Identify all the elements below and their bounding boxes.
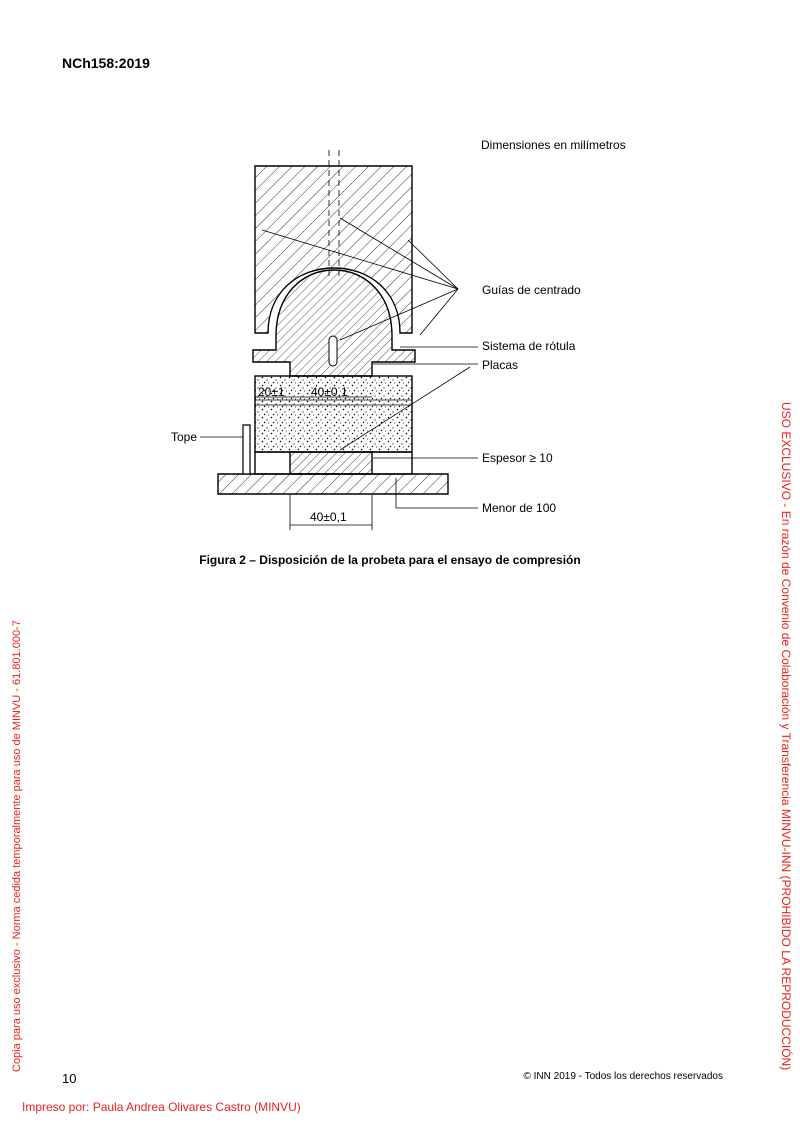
label-menor: Menor de 100 [482,501,556,515]
page-number: 10 [62,1071,77,1086]
units-note: Dimensiones en milímetros [481,138,626,152]
spherical-seat [252,269,416,377]
document-code: NCh158:2019 [62,55,150,71]
label-espesor: Espesor ≥ 10 [482,451,553,465]
printed-by: Impreso por: Paula Andrea Olivares Castr… [22,1100,301,1114]
figure-caption: Figura 2 – Disposición de la probeta par… [199,553,581,567]
lower-plate [289,451,373,475]
dim-40-top: 40±0,1 [311,385,348,399]
label-tope: Tope [171,430,197,444]
specimen-stop [242,424,251,475]
copyright-notice: © INN 2019 - Todos los derechos reservad… [523,1071,723,1082]
dim-40-bottom: 40±0,1 [310,510,347,524]
compression-test-figure: Dimensiones en milímetros Guías de centr… [171,138,626,530]
specimen-prism [254,375,413,453]
label-rotula: Sistema de rótula [482,339,576,353]
label-placas: Placas [482,358,518,372]
label-guias: Guías de centrado [482,283,581,297]
left-watermark: Copia para uso exclusivo - Norma cedida … [11,620,23,1072]
dim-20: 20±1 [258,385,285,399]
right-watermark: USO EXCLUSIVO - En razón de Convenio de … [779,402,793,1071]
upper-press-block [254,165,413,334]
press-base [217,473,449,495]
